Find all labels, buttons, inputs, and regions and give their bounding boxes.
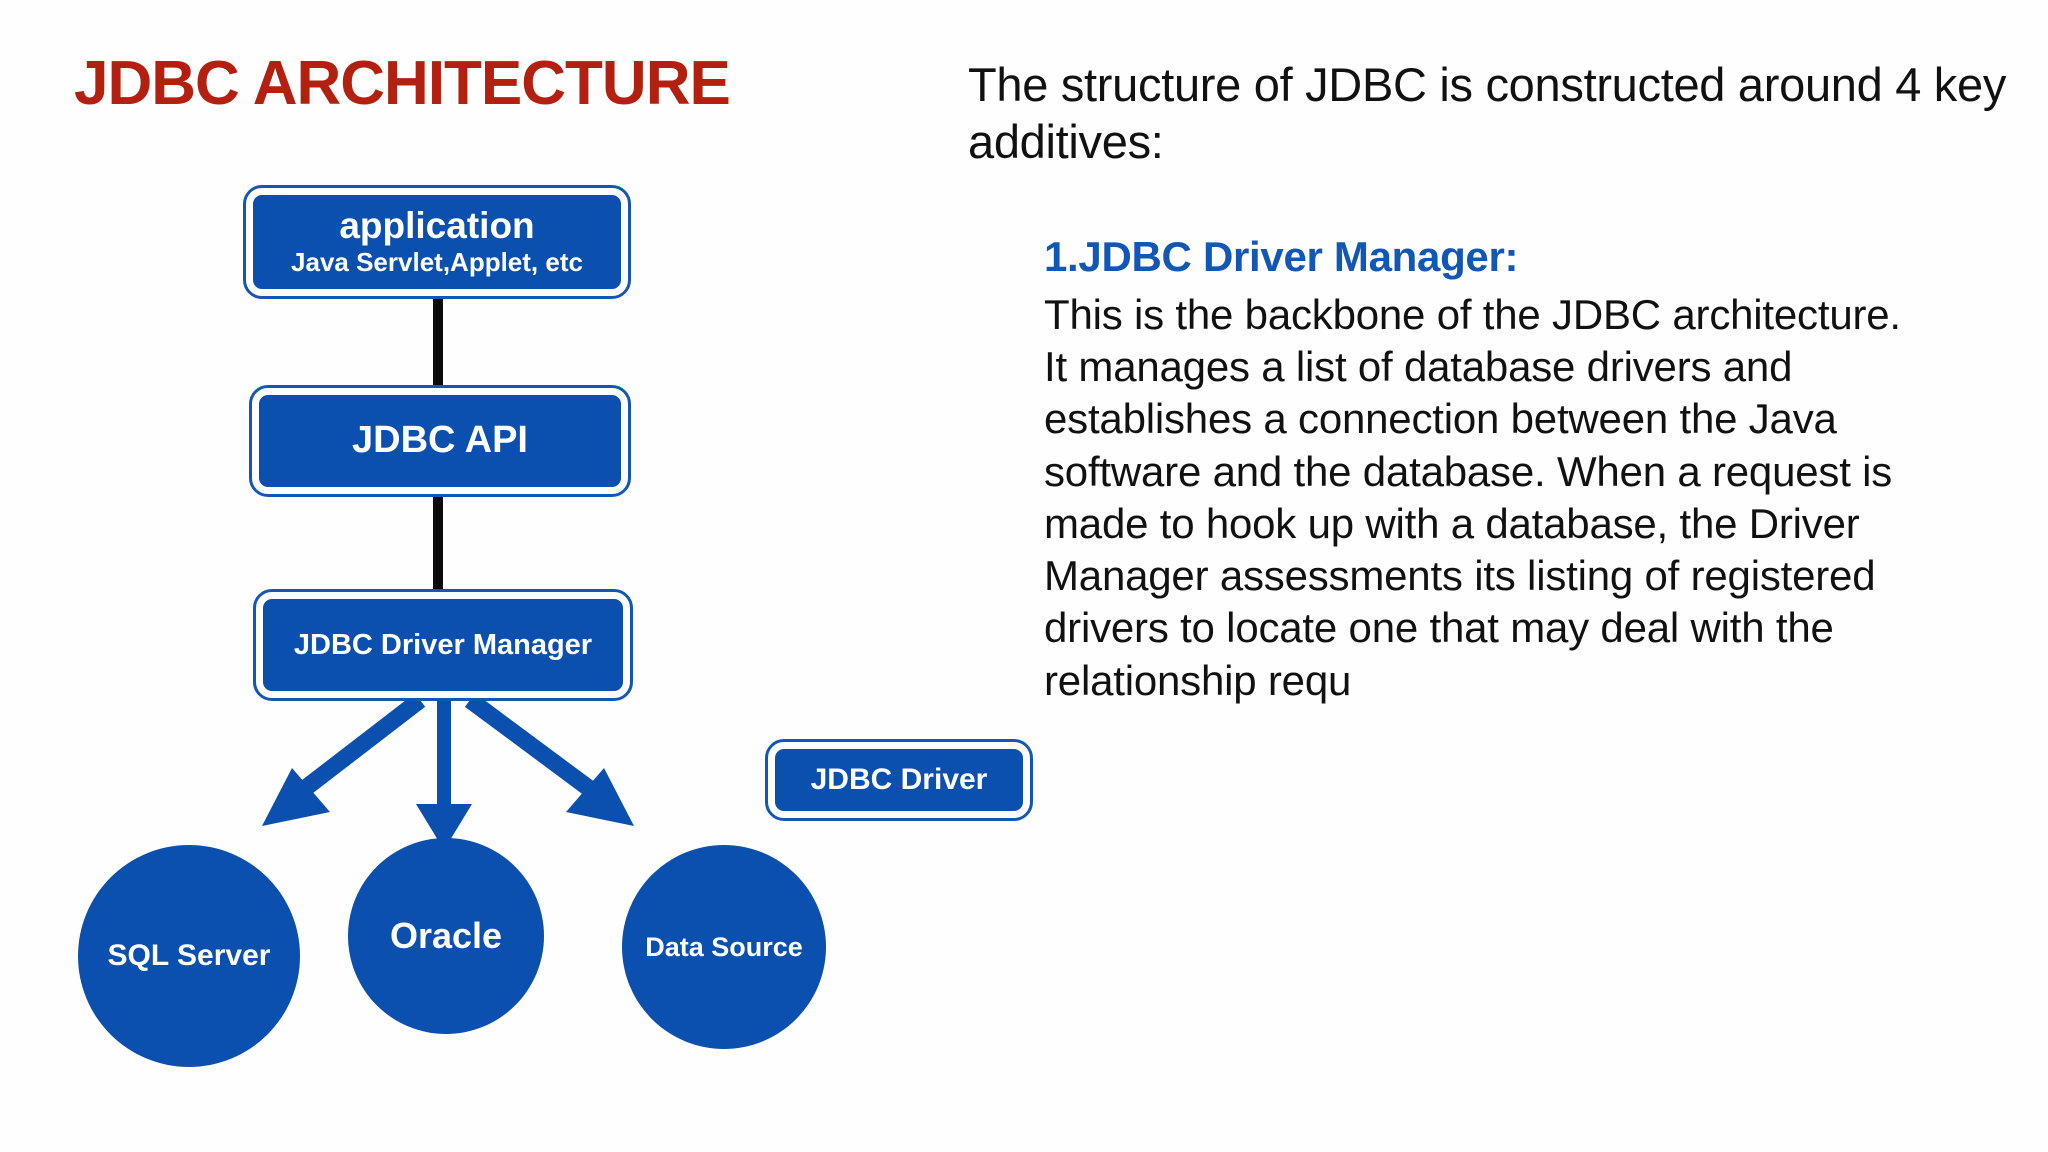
database-circle-data-source[interactable]: Data Source bbox=[622, 845, 826, 1049]
page-title: JDBC ARCHITECTURE bbox=[74, 49, 731, 118]
arrow-to-data-source bbox=[464, 693, 634, 826]
database-circle-sql-server-label: SQL Server bbox=[107, 939, 271, 972]
node-jdbc-api-title: JDBC API bbox=[352, 419, 528, 462]
database-circle-data-source-label: Data Source bbox=[645, 931, 803, 962]
section-body-paragraph: This is the backbone of the JDBC archite… bbox=[1044, 290, 1901, 704]
database-circle-oracle[interactable]: Oracle bbox=[348, 838, 544, 1034]
connector-application-to-jdbc-api bbox=[433, 292, 443, 396]
section-driver-manager: 1.JDBC Driver Manager: This is the backb… bbox=[968, 233, 2008, 707]
connector-jdbc-api-to-driver-manager bbox=[433, 490, 443, 598]
arrow-to-sql-server bbox=[262, 693, 426, 826]
explanation-column: The structure of JDBC is constructed aro… bbox=[968, 56, 2008, 707]
jdbc-architecture-diagram: application Java Servlet,Applet, etc JDB… bbox=[0, 0, 1033, 1152]
database-circle-oracle-label: Oracle bbox=[389, 915, 503, 956]
node-application-title: application bbox=[339, 205, 535, 247]
node-jdbc-driver-title: JDBC Driver bbox=[810, 763, 988, 797]
node-jdbc-driver-manager[interactable]: JDBC Driver Manager bbox=[253, 589, 633, 701]
node-jdbc-api[interactable]: JDBC API bbox=[249, 385, 631, 497]
node-application-subtitle: Java Servlet,Applet, etc bbox=[291, 247, 583, 278]
node-jdbc-driver[interactable]: JDBC Driver bbox=[765, 739, 1033, 821]
node-application[interactable]: application Java Servlet,Applet, etc bbox=[243, 185, 631, 299]
arrow-to-oracle bbox=[416, 700, 472, 850]
node-jdbc-driver-manager-title: JDBC Driver Manager bbox=[293, 628, 593, 661]
section-heading: 1.JDBC Driver Manager: bbox=[1044, 232, 1519, 280]
database-circle-sql-server[interactable]: SQL Server bbox=[78, 845, 300, 1067]
intro-paragraph: The structure of JDBC is constructed aro… bbox=[968, 58, 2007, 169]
